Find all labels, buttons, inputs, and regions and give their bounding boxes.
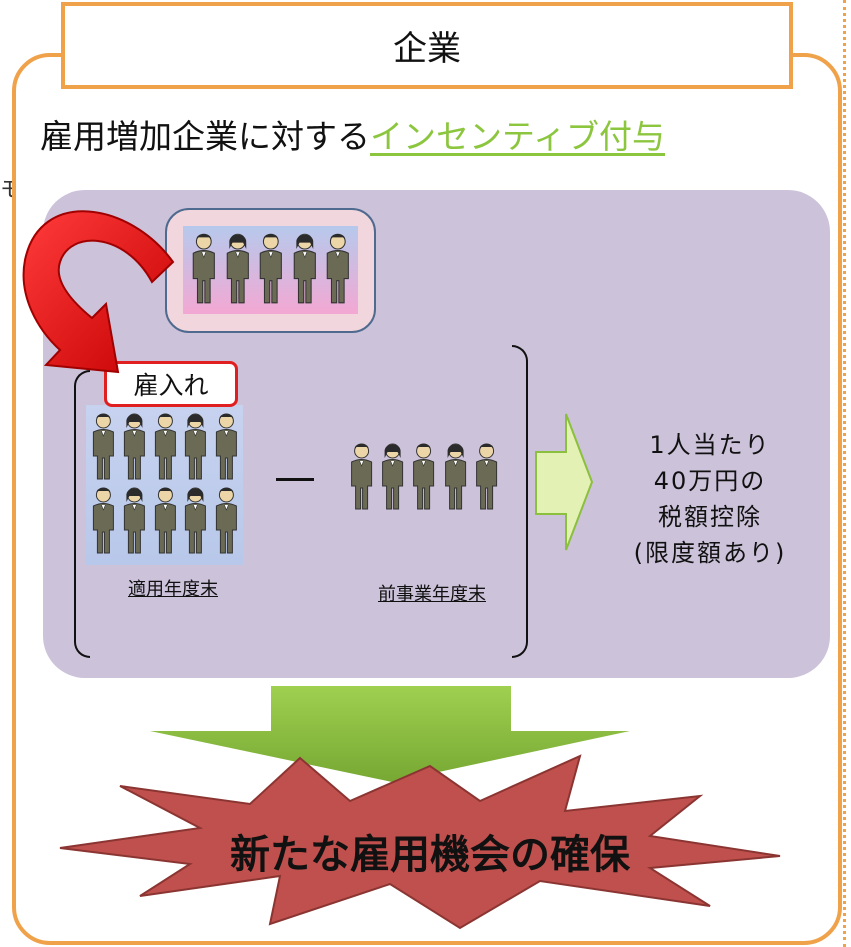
person-icon xyxy=(444,443,466,510)
person-icon xyxy=(413,443,435,510)
person-icon xyxy=(123,413,145,480)
red-starburst-icon xyxy=(59,754,781,930)
conclusion-text: 新たな雇用機会の確保 xyxy=(230,832,630,878)
minus-sign xyxy=(276,478,314,481)
person-icon xyxy=(216,487,238,554)
tax-credit-result: 1人当たり 40万円の 税額控除 (限度額あり) xyxy=(600,427,820,571)
current-year-people-row-2 xyxy=(88,484,242,556)
person-icon xyxy=(351,443,373,510)
person-icon xyxy=(154,413,176,480)
subtitle: 雇用増加企業に対するインセンティブ付与 xyxy=(40,110,665,158)
person-icon xyxy=(192,233,215,304)
person-icon xyxy=(382,443,404,510)
recruit-people-row xyxy=(187,230,355,306)
person-icon xyxy=(92,487,114,554)
curved-red-arrow-icon xyxy=(22,210,175,374)
person-icon xyxy=(92,413,114,480)
previous-year-people-row xyxy=(346,440,502,512)
subtitle-highlight: インセンティブ付与 xyxy=(370,117,666,156)
title-text: 企業 xyxy=(393,29,461,69)
green-down-arrow-icon xyxy=(150,686,630,782)
result-line-2: 40万円の xyxy=(653,467,767,495)
person-icon xyxy=(216,413,238,480)
right-dotted-border xyxy=(843,0,846,947)
person-icon xyxy=(327,233,350,304)
subtitle-prefix: 雇用増加企業に対する xyxy=(40,117,370,156)
result-line-1: 1人当たり xyxy=(649,431,771,459)
person-icon xyxy=(123,487,145,554)
current-year-label: 適用年度末 xyxy=(128,579,218,600)
result-line-4: (限度額あり) xyxy=(633,539,787,567)
green-right-arrow-icon xyxy=(535,413,594,551)
previous-year-label: 前事業年度末 xyxy=(378,584,486,605)
title-box: 企業 xyxy=(61,2,793,89)
person-icon xyxy=(154,487,176,554)
result-line-3: 税額控除 xyxy=(658,503,762,531)
hire-label-text: 雇入れ xyxy=(133,371,209,400)
person-icon xyxy=(185,487,207,554)
person-icon xyxy=(293,233,316,304)
current-year-people-row-1 xyxy=(88,410,242,482)
person-icon xyxy=(185,413,207,480)
right-bracket xyxy=(512,345,528,658)
person-icon xyxy=(475,443,497,510)
hire-label: 雇入れ xyxy=(104,361,238,407)
person-icon xyxy=(226,233,249,304)
person-icon xyxy=(259,233,283,304)
